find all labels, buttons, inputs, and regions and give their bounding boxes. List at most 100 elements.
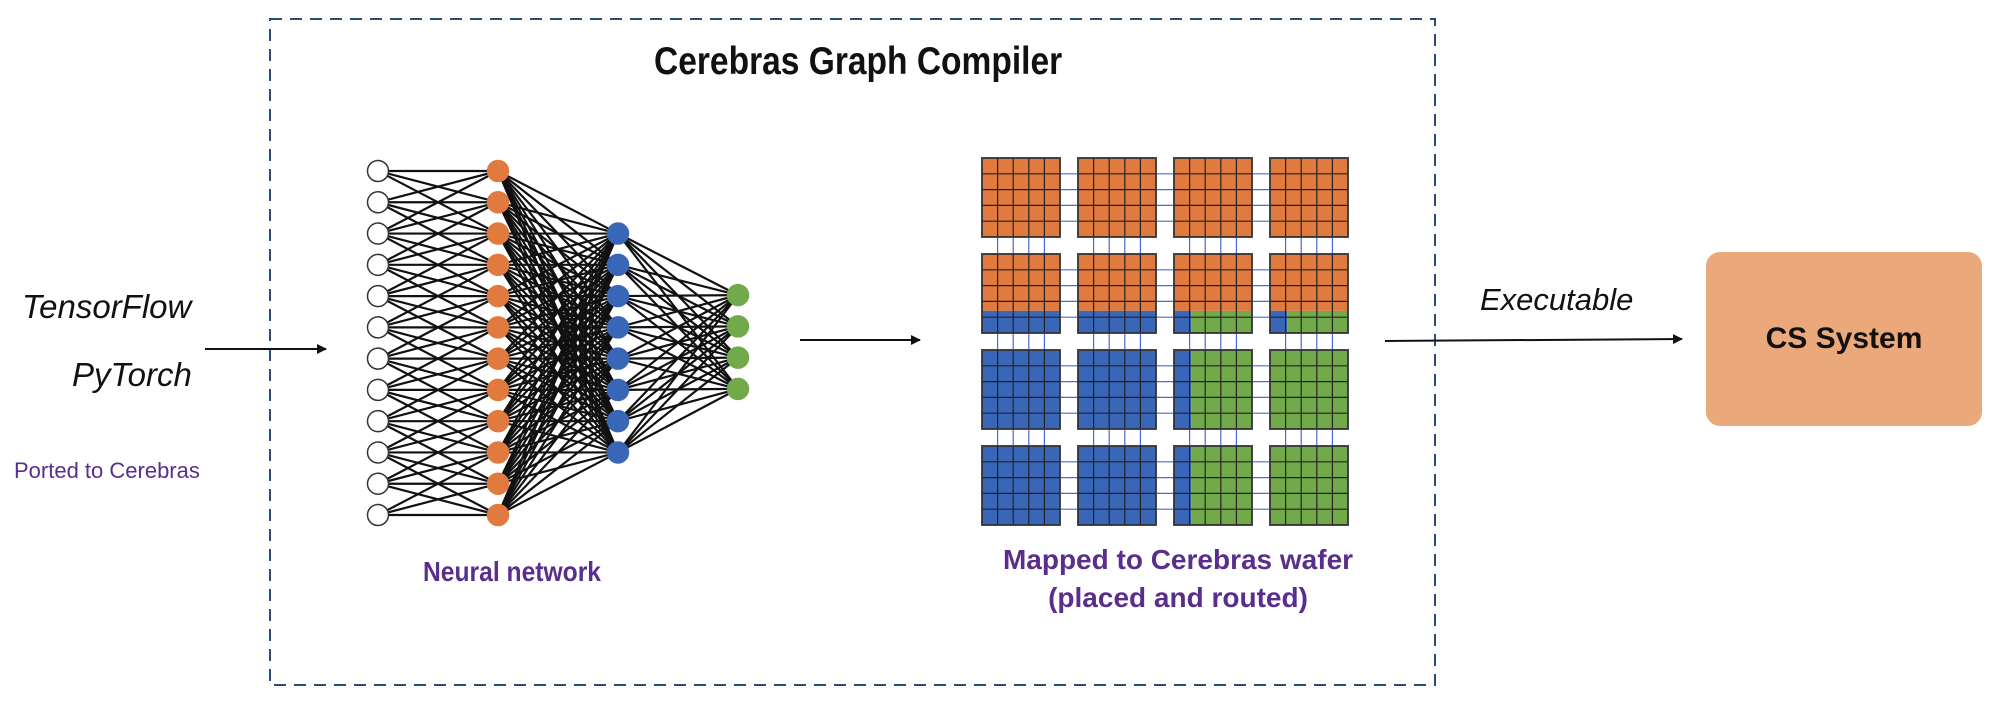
wafer-tile-fill <box>1174 310 1192 333</box>
network-node-green <box>726 346 750 369</box>
wafer-tile-orange <box>981 157 1061 238</box>
network-edge <box>497 233 619 453</box>
network-edge <box>497 389 619 516</box>
network-edge <box>377 201 499 266</box>
network-node-blue <box>606 409 630 433</box>
wafer-tile-border <box>1173 253 1253 334</box>
wafer-tile-fill <box>1174 158 1252 237</box>
wafer-tile-fill <box>1287 310 1348 333</box>
network-edge <box>377 388 499 454</box>
network-node-blue <box>606 347 630 370</box>
network-node-orange <box>486 503 510 527</box>
wafer-tile-orange-green <box>1269 253 1349 334</box>
network-edge <box>617 294 739 391</box>
network-edge <box>497 420 619 516</box>
wafer-tile-border <box>1077 445 1157 526</box>
cs-system-box: CS System <box>1706 252 1982 426</box>
network-node-white <box>366 159 390 183</box>
network-edge <box>497 357 619 516</box>
wafer-tile-fill <box>1191 350 1252 429</box>
wafer-tile-blue <box>981 445 1061 526</box>
network-node-white <box>366 191 390 214</box>
wafer-tile-fill <box>982 158 1060 237</box>
network-node-orange <box>486 472 510 495</box>
network-edge <box>377 326 499 391</box>
network-edge <box>377 326 499 360</box>
wafer-tile-blue <box>1077 349 1157 430</box>
network-edge <box>377 170 499 235</box>
wafer-tile-border <box>1173 445 1253 526</box>
network-edge <box>617 325 739 454</box>
network-edge <box>617 232 739 297</box>
network-node-orange <box>486 316 510 339</box>
network-edge <box>377 388 499 423</box>
wafer-tile-fill <box>982 254 1060 311</box>
network-node-green <box>726 377 750 401</box>
network-edge <box>377 295 499 360</box>
network-edge <box>497 232 619 298</box>
wafer-tile-fill <box>1174 446 1192 525</box>
wafer-tile-border <box>1269 349 1349 430</box>
wafer-tile-fill <box>1191 310 1252 333</box>
network-edge <box>377 263 499 298</box>
network-edge <box>617 356 739 454</box>
network-node-white <box>366 503 390 527</box>
network-edge <box>617 294 739 360</box>
wafer-tile-border <box>1269 445 1349 526</box>
wafer-tile-fill <box>1078 350 1156 429</box>
wafer-tile-fill <box>1270 158 1348 237</box>
executable-arrow <box>1384 334 1683 345</box>
compiler-frame <box>269 18 1436 686</box>
network-node-orange <box>486 159 510 183</box>
network-node-white <box>366 347 390 370</box>
network-node-white <box>366 316 390 339</box>
wafer-tile-border <box>1077 349 1157 430</box>
network-node-orange <box>486 378 510 402</box>
wafer-tile-border <box>1173 349 1253 430</box>
network-node-white <box>366 253 390 277</box>
network-edge <box>617 387 739 454</box>
network-edge <box>377 357 499 423</box>
network-edges <box>377 169 739 517</box>
framework-tensorflow: TensorFlow <box>22 288 192 325</box>
network-node-orange <box>486 409 510 433</box>
network-node-blue <box>606 284 630 308</box>
wafer-tile-orange-blue <box>981 253 1061 334</box>
wafer-tile-border <box>981 445 1061 526</box>
wafer-tile-blue <box>1077 445 1157 526</box>
wafer-tile-border <box>1077 253 1157 334</box>
network-node-blue <box>606 441 630 464</box>
network-edge <box>377 169 499 204</box>
network-edge <box>377 420 499 454</box>
network-edge <box>377 420 499 485</box>
network-node-orange <box>486 347 510 370</box>
network-edge <box>497 232 619 391</box>
executable-label: Executable <box>1480 282 1634 317</box>
network-node-green <box>726 315 750 338</box>
wafer-tile-fill <box>982 446 1060 525</box>
network-node-blue <box>606 316 630 339</box>
wafer-tile-border <box>1269 253 1349 334</box>
wafer-tile-border <box>981 253 1061 334</box>
framework-pytorch: PyTorch <box>72 356 192 393</box>
wafer-tile-orange-blue <box>1077 253 1157 334</box>
network-node-blue <box>606 378 630 402</box>
network-node-orange <box>486 222 510 245</box>
wafer-tile-green <box>1269 445 1349 526</box>
network-edge <box>497 451 619 516</box>
network-edge <box>617 263 739 297</box>
wafer-tile-fill <box>982 310 1060 333</box>
network-node-white <box>366 378 390 402</box>
network-node-blue <box>606 253 630 277</box>
network-edge <box>497 232 619 266</box>
network-edge <box>377 263 499 329</box>
network-edge <box>377 232 499 298</box>
network-edge <box>497 233 619 485</box>
network-edge <box>497 232 619 329</box>
network-node-white <box>366 222 390 245</box>
wafer-tile-fill <box>1078 310 1156 333</box>
wafer-tile-orange <box>1173 157 1253 238</box>
wafer-tile-fill <box>982 350 1060 429</box>
wafer-label: Mapped to Cerebras wafer (placed and rou… <box>968 541 1388 617</box>
